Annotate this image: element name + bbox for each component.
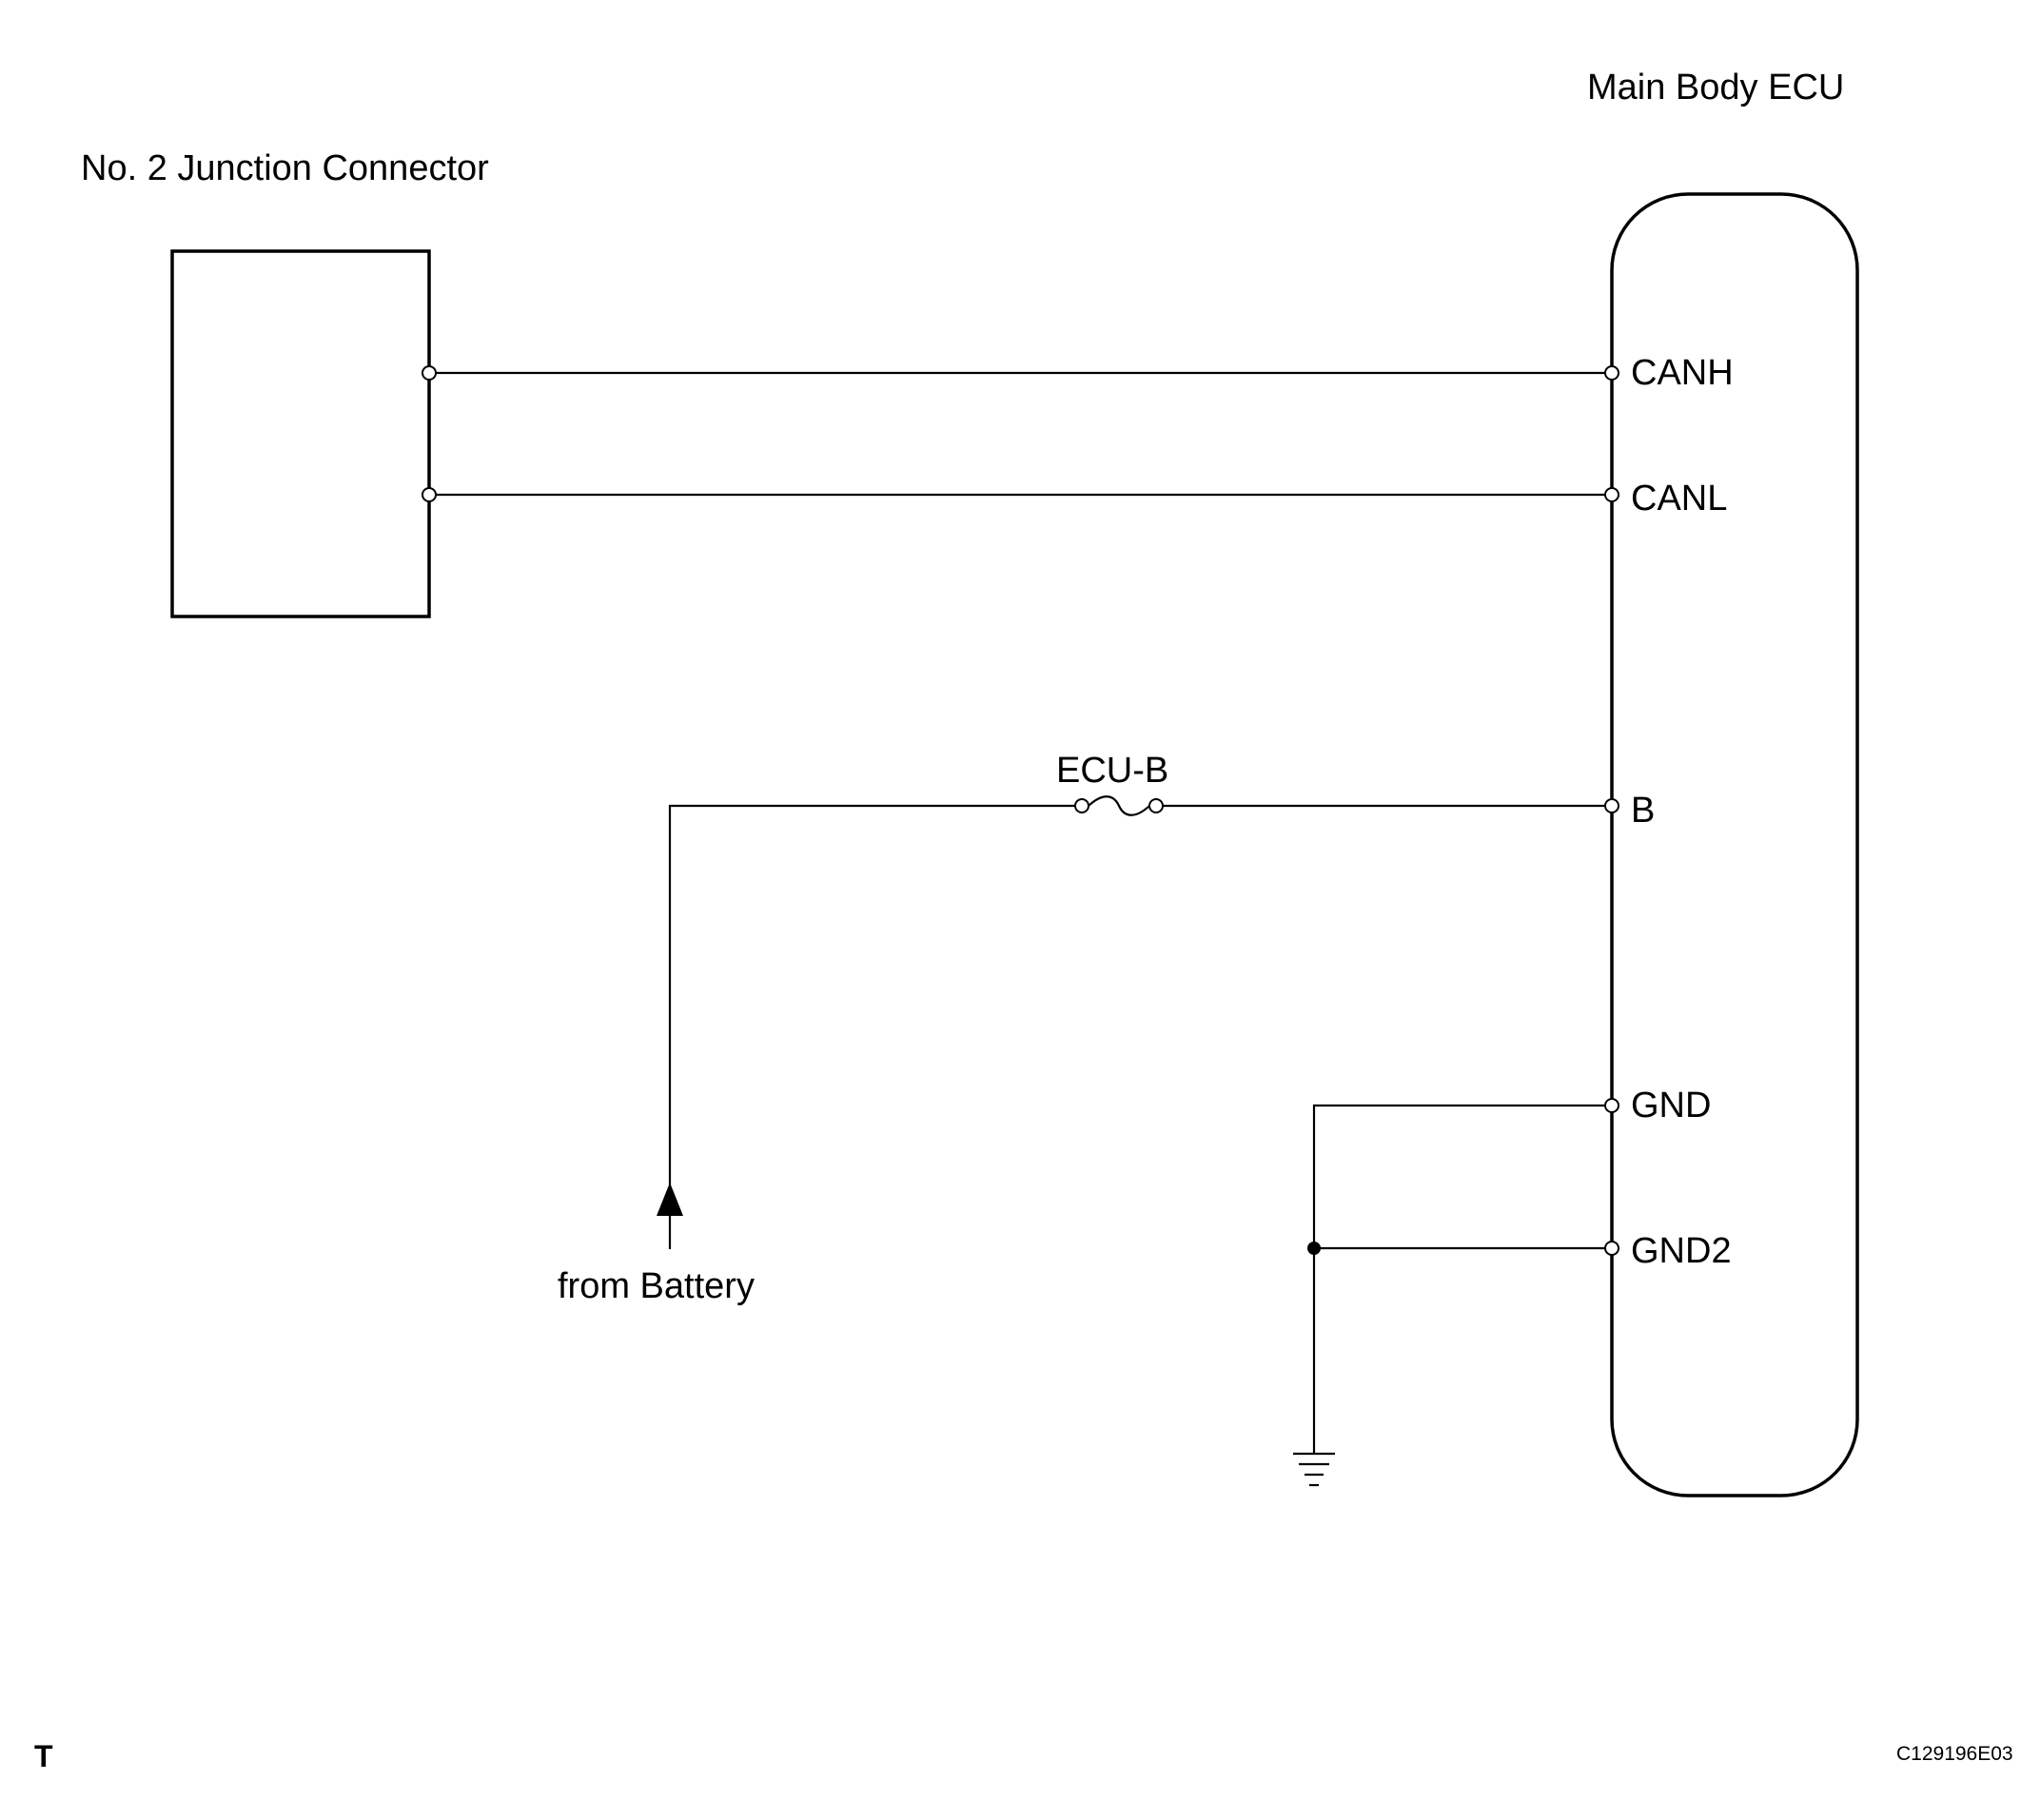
ground-symbol-icon: [1293, 1452, 1335, 1487]
battery-label: from Battery: [558, 1266, 755, 1306]
junction-canh-terminal: [422, 365, 437, 381]
pin-label-canh: CANH: [1631, 353, 1734, 393]
ecu-label: Main Body ECU: [1587, 68, 1844, 108]
pin-label-b: B: [1631, 791, 1655, 831]
junction-canl-terminal: [422, 487, 437, 502]
ecu-canl-terminal: [1604, 487, 1619, 502]
ecu-b-terminal: [1604, 798, 1619, 813]
pin-label-gnd2: GND2: [1631, 1231, 1732, 1271]
figure-code: C129196E03: [1896, 1743, 2013, 1765]
ecu-box: [1610, 192, 1859, 1497]
junction-connector-label: No. 2 Junction Connector: [81, 148, 489, 188]
junction-connector-box: [170, 249, 431, 618]
ecu-gnd2-terminal: [1604, 1241, 1619, 1256]
ecu-gnd-terminal: [1604, 1098, 1619, 1113]
battery-arrow-icon: [657, 1183, 683, 1216]
battery-feed-wire: [668, 804, 1082, 1249]
footer-left-mark: T: [34, 1739, 53, 1773]
ecu-canh-terminal: [1604, 365, 1619, 381]
ground-splice-point: [1307, 1242, 1321, 1255]
fuse-icon: [1088, 795, 1150, 816]
fuse-label: ECU-B: [1056, 751, 1168, 791]
pin-label-gnd: GND: [1631, 1086, 1711, 1125]
pin-label-canl: CANL: [1631, 479, 1727, 519]
gnd-wire: [1312, 1104, 1612, 1454]
fuse-right-terminal: [1148, 798, 1164, 813]
fuse-left-terminal: [1074, 798, 1089, 813]
